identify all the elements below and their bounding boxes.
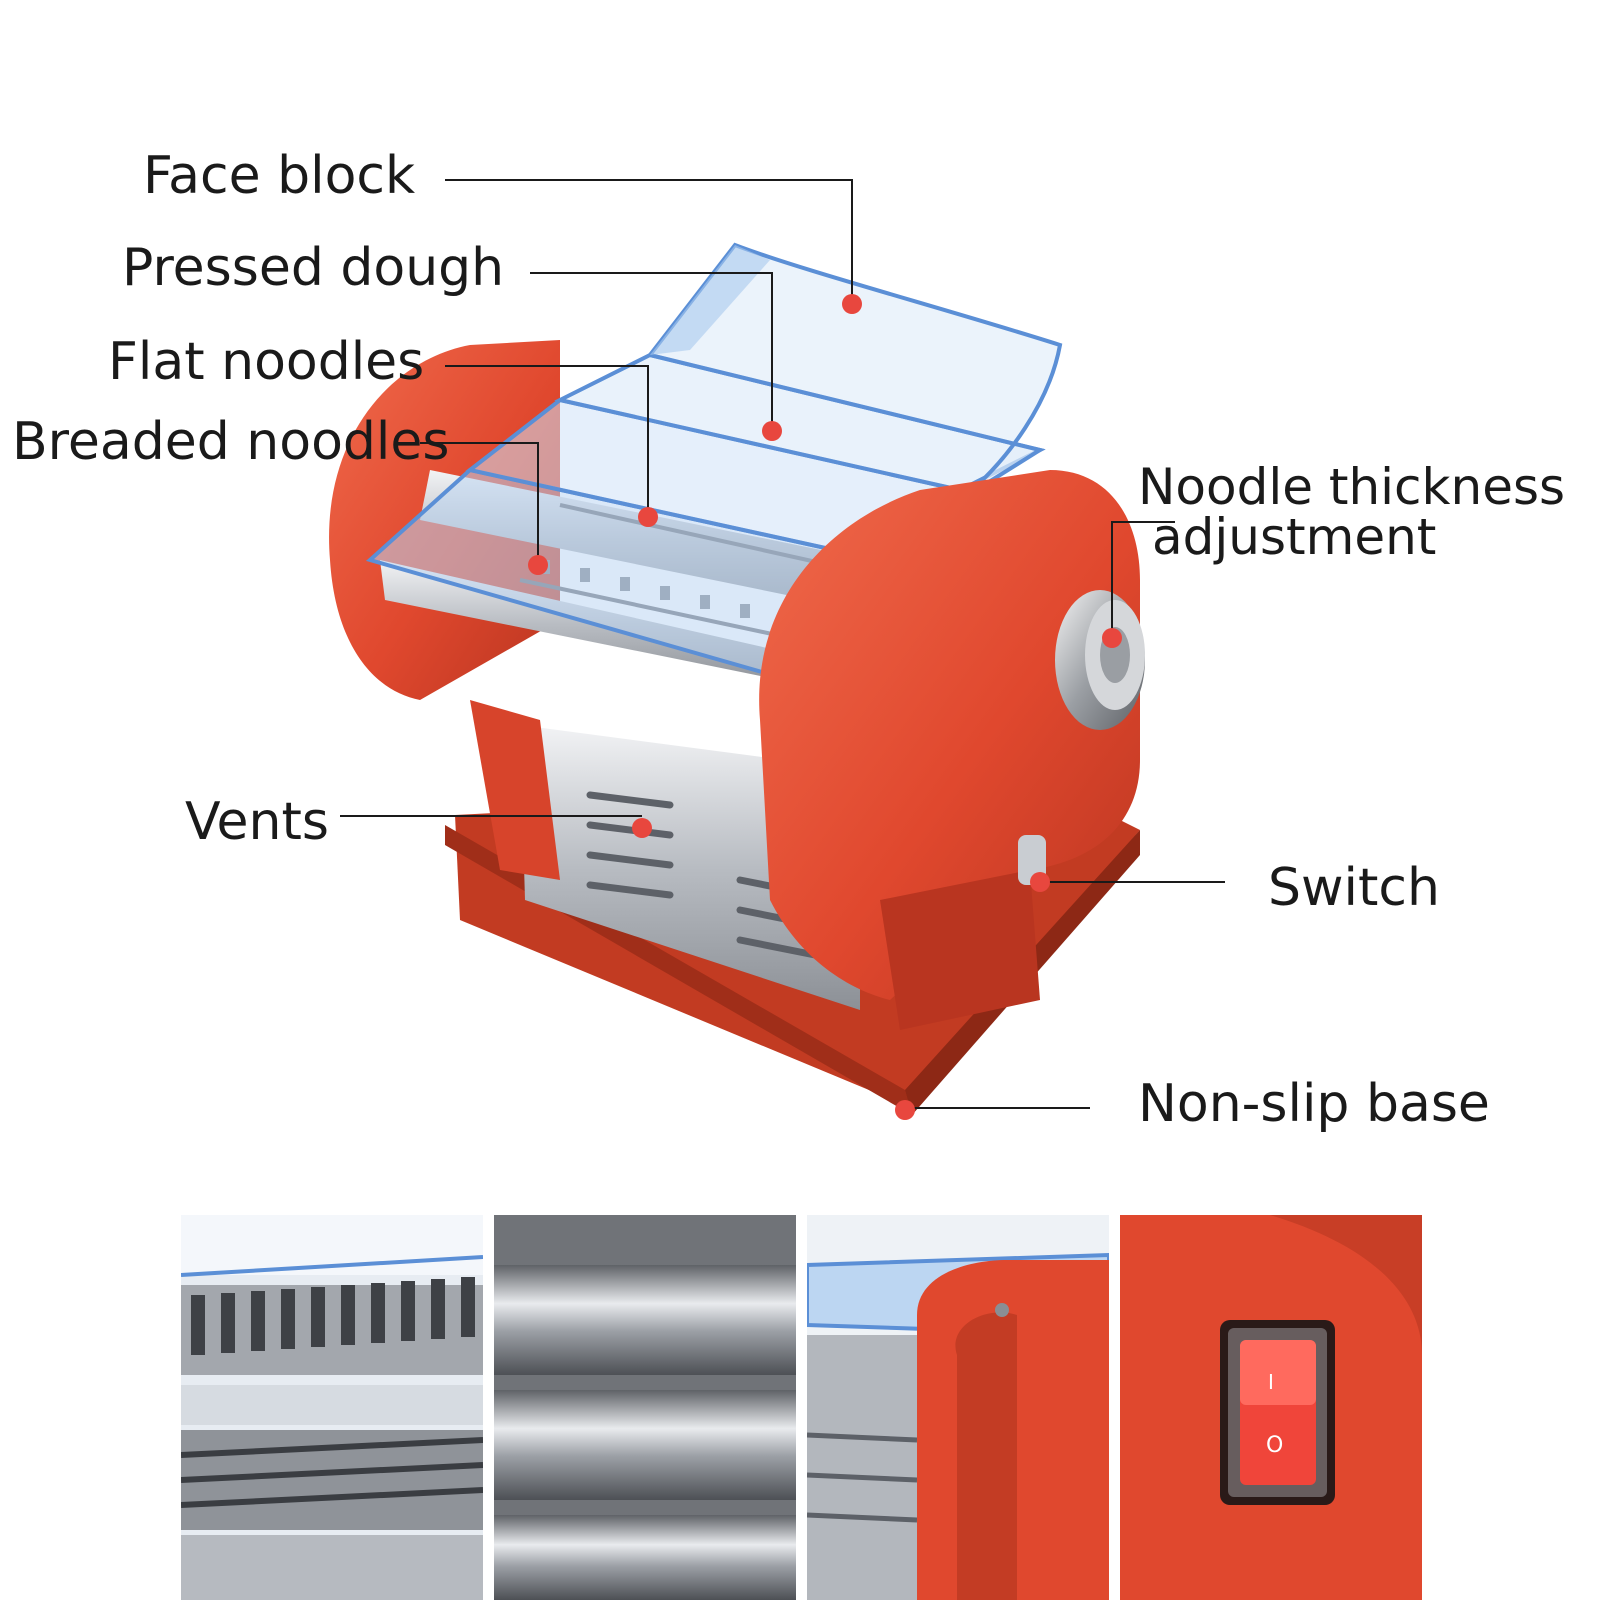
label-noodle-thickness-line1: Noodle thickness [1138, 458, 1566, 516]
label-face-block: Face block [143, 146, 416, 206]
marker-dots [528, 294, 1122, 1120]
marker-noodle-thickness [1102, 628, 1122, 648]
detail-panel-side-housing [807, 1215, 1109, 1600]
marker-flat-noodles [638, 507, 658, 527]
label-flat-noodles: Flat noodles [108, 332, 425, 392]
marker-non-slip-base [895, 1100, 915, 1120]
leader-lines [340, 179, 1225, 1109]
power-switch-closeup-icon [1120, 1215, 1422, 1600]
label-non-slip-base: Non-slip base [1138, 1074, 1490, 1134]
side-housing-closeup-icon [807, 1215, 1109, 1600]
label-noodle-thickness: Noodle thickness adjustment [1138, 462, 1565, 562]
detail-panel-smooth-roller [494, 1215, 796, 1600]
detail-panel-cutter-rollers [181, 1215, 483, 1600]
thickness-knob-icon [1055, 590, 1145, 730]
marker-breaded-noodles [528, 555, 548, 575]
label-noodle-thickness-line2: adjustment [1152, 508, 1437, 566]
detail-panel-power-switch: I O [1120, 1215, 1422, 1600]
label-breaded-noodles: Breaded noodles [12, 412, 450, 472]
cutter-rollers-closeup-icon [181, 1215, 483, 1600]
marker-vents [632, 818, 652, 838]
right-housing [759, 470, 1140, 1000]
label-pressed-dough: Pressed dough [122, 238, 505, 298]
marker-switch [1030, 872, 1050, 892]
label-vents: Vents [185, 792, 329, 852]
smooth-roller-closeup-icon [494, 1215, 796, 1600]
marker-pressed-dough [762, 421, 782, 441]
pasta-machine-illustration [329, 179, 1225, 1120]
marker-face-block [842, 294, 862, 314]
label-switch: Switch [1268, 858, 1440, 918]
switch-off-symbol: O [1266, 1433, 1284, 1458]
switch-on-symbol: I [1268, 1370, 1274, 1394]
